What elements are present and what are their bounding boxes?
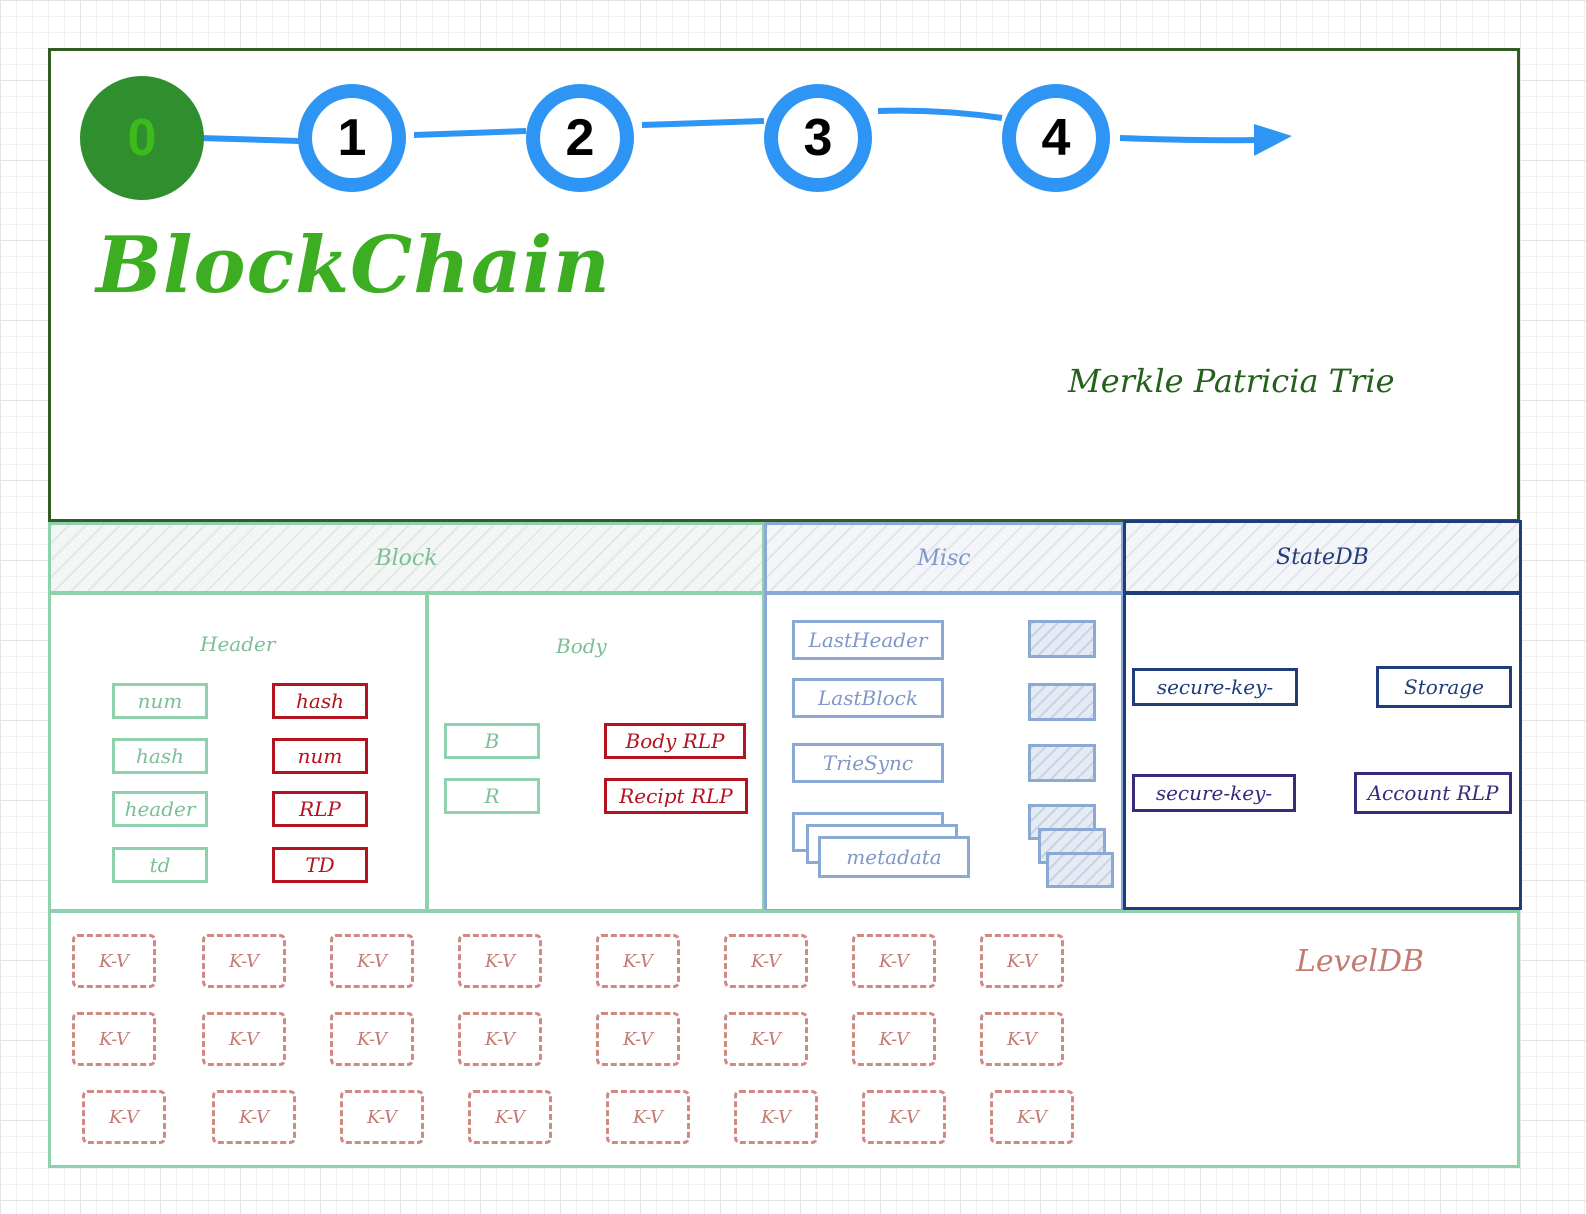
kv-entry: K-V — [596, 1012, 680, 1066]
kv-entry: K-V — [734, 1090, 818, 1144]
block-node-2: 2 — [526, 84, 634, 192]
state-key-storage: secure-key- — [1132, 668, 1298, 706]
kv-entry: K-V — [980, 934, 1064, 988]
misc-value-lastheader — [1028, 620, 1096, 658]
chain-link-0-1 — [199, 135, 301, 144]
header-value-td: TD — [272, 847, 368, 883]
chain-link-3-4 — [877, 107, 1003, 121]
misc-section-header: Misc — [764, 522, 1124, 594]
block-number: 2 — [565, 109, 595, 167]
block-node-4: 4 — [1002, 84, 1110, 192]
body-value-body-rlp: Body RLP — [604, 723, 746, 759]
kv-entry: K-V — [724, 1012, 808, 1066]
misc-value-lastblock — [1028, 683, 1096, 721]
kv-entry: K-V — [72, 934, 156, 988]
metadata-value-3 — [1046, 852, 1114, 888]
chain-arrowhead — [1254, 124, 1292, 156]
kv-entry: K-V — [82, 1090, 166, 1144]
body-label: Body — [556, 634, 607, 658]
kv-entry: K-V — [980, 1012, 1064, 1066]
kv-entry: K-V — [990, 1090, 1074, 1144]
block-number: 0 — [127, 109, 157, 167]
block-number: 4 — [1041, 109, 1071, 167]
state-value-account-rlp: Account RLP — [1354, 772, 1512, 814]
misc-value-triesync — [1028, 744, 1096, 782]
body-value-recipt-rlp: Recipt RLP — [604, 778, 748, 814]
leveldb-label: LevelDB — [1296, 944, 1425, 979]
block-node-1: 1 — [298, 84, 406, 192]
block-node-0: 0 — [80, 76, 204, 200]
kv-entry: K-V — [862, 1090, 946, 1144]
kv-entry: K-V — [468, 1090, 552, 1144]
kv-entry: K-V — [606, 1090, 690, 1144]
header-key-num: num — [112, 683, 208, 719]
body-key-r: R — [444, 778, 540, 814]
kv-entry: K-V — [458, 1012, 542, 1066]
statedb-section-header: StateDB — [1123, 520, 1522, 594]
kv-entry: K-V — [852, 1012, 936, 1066]
misc-key-triesync: TrieSync — [792, 743, 944, 783]
merkle-patricia-trie-label: Merkle Patricia Trie — [1068, 362, 1395, 400]
state-key-account: secure-key- — [1132, 774, 1296, 812]
header-value-hash: hash — [272, 683, 368, 719]
chain-link-1-2 — [413, 128, 527, 138]
kv-entry: K-V — [852, 934, 936, 988]
state-value-storage: Storage — [1376, 666, 1512, 708]
statedb-panel — [1123, 592, 1522, 910]
kv-entry: K-V — [72, 1012, 156, 1066]
block-node-3: 3 — [764, 84, 872, 192]
kv-entry: K-V — [330, 934, 414, 988]
chain-link-2-3 — [641, 118, 765, 128]
misc-key-metadata: metadata — [818, 836, 970, 878]
kv-entry: K-V — [330, 1012, 414, 1066]
header-key-td: td — [112, 847, 208, 883]
kv-entry: K-V — [596, 934, 680, 988]
misc-key-lastblock: LastBlock — [792, 678, 944, 718]
kv-entry: K-V — [202, 934, 286, 988]
header-value-num: num — [272, 738, 368, 774]
body-key-b: B — [444, 723, 540, 759]
header-value-rlp: RLP — [272, 791, 368, 827]
block-section-header: Block — [48, 522, 765, 594]
kv-entry: K-V — [458, 934, 542, 988]
kv-entry: K-V — [212, 1090, 296, 1144]
diagram-title: BlockChain — [96, 220, 611, 311]
misc-key-lastheader: LastHeader — [792, 620, 944, 660]
chain-link-4-next — [1119, 135, 1259, 144]
block-number: 3 — [803, 109, 833, 167]
kv-entry: K-V — [340, 1090, 424, 1144]
kv-entry: K-V — [724, 934, 808, 988]
header-label: Header — [200, 632, 276, 656]
block-number: 1 — [337, 109, 367, 167]
header-key-hash: hash — [112, 738, 208, 774]
kv-entry: K-V — [202, 1012, 286, 1066]
header-key-header: header — [112, 791, 208, 827]
